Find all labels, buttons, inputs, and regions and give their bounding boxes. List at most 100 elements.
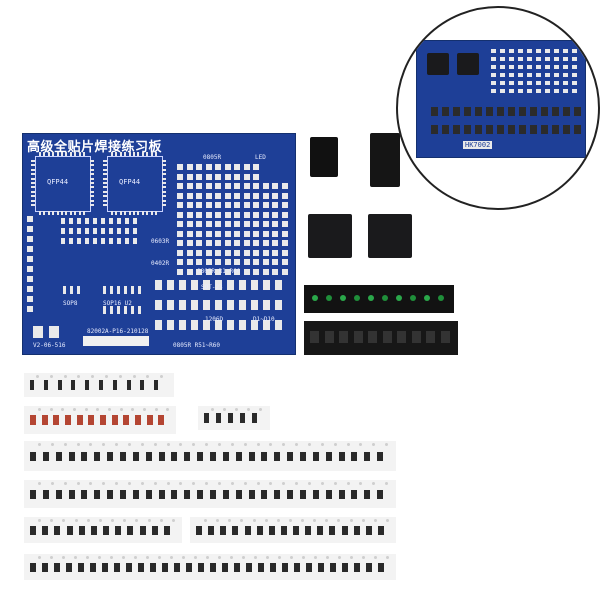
pcb-pad <box>243 230 250 237</box>
smd-component <box>90 562 96 572</box>
sprocket-hole <box>314 556 317 559</box>
sprocket-hole <box>295 482 299 485</box>
sprocket-hole <box>374 556 377 559</box>
inset-pad <box>518 73 523 77</box>
inset-component <box>574 125 581 134</box>
pcb-pad <box>69 228 73 234</box>
smd-component <box>365 525 372 535</box>
qfp-pad <box>61 211 63 215</box>
pcb-pad <box>61 238 65 244</box>
sprocket-hole <box>73 408 76 411</box>
sprocket-hole <box>301 519 304 522</box>
sprocket-hole <box>76 443 80 446</box>
sprocket-hole <box>140 482 144 485</box>
sprocket-hole <box>61 408 65 411</box>
pcb-pad <box>263 300 270 310</box>
smd-component <box>287 489 294 499</box>
inset-qfp-chip <box>457 53 479 75</box>
sprocket-hole <box>295 443 299 446</box>
smd-component <box>351 451 358 461</box>
smd-component <box>88 415 95 425</box>
pcb-pad <box>234 173 240 180</box>
smd-component <box>42 489 49 499</box>
sprocket-hole <box>63 375 67 378</box>
led <box>354 295 360 301</box>
sprocket-hole <box>146 556 149 559</box>
qfp-pad <box>128 211 131 215</box>
sprocket-hole <box>338 556 341 559</box>
smd-component <box>30 451 36 461</box>
qfp-pad <box>162 173 166 176</box>
inset-component <box>442 107 449 116</box>
inset-component <box>519 125 526 134</box>
smd-component <box>246 562 252 572</box>
sot23-component <box>353 331 363 343</box>
sot23-component <box>411 331 421 343</box>
sop-pad <box>124 286 127 294</box>
sprocket-hole <box>38 556 41 559</box>
pcb-pad <box>85 228 89 234</box>
smd-component <box>338 489 345 499</box>
smd-component <box>66 562 72 572</box>
qfp-pad <box>90 173 94 176</box>
smd-component <box>30 562 36 572</box>
sprocket-hole <box>182 556 185 559</box>
silk-label-serial: 82002A-P16-210128 <box>87 328 149 335</box>
inset-pad <box>554 81 559 85</box>
smd-component <box>57 380 62 390</box>
pcb-title: 高级全贴片焊接练习板 <box>27 140 163 155</box>
header-pad <box>27 236 33 242</box>
inset-component <box>486 125 493 134</box>
smd-component <box>158 451 165 461</box>
pcb-pad <box>196 211 202 218</box>
pcb-pad <box>253 240 259 246</box>
sprocket-hole <box>259 408 262 411</box>
pcb-pad <box>234 240 240 246</box>
inset-pad <box>500 57 505 61</box>
pcb-pad <box>196 192 202 199</box>
smd-component <box>30 525 36 535</box>
pcb-pad <box>224 249 231 256</box>
sprocket-hole <box>361 519 365 522</box>
qfp-pad <box>65 152 68 156</box>
inset-pad <box>527 49 532 53</box>
smd-component <box>364 451 371 461</box>
sprocket-hole <box>313 519 317 522</box>
sprocket-hole <box>204 519 207 522</box>
sprocket-hole <box>38 519 41 522</box>
pcb-pad <box>177 164 183 170</box>
inset-pad <box>536 65 541 69</box>
smd-component <box>261 489 268 499</box>
pcb-pad <box>205 202 212 208</box>
pcb-pad <box>205 230 212 237</box>
sprocket-hole <box>38 408 41 411</box>
qfp-pad <box>103 204 107 206</box>
pcb-pad <box>77 238 81 244</box>
smd-component <box>126 562 132 572</box>
qfp-pad <box>155 152 157 156</box>
inset-pcb: HK7002 <box>416 40 586 158</box>
sprocket-hole <box>385 482 389 485</box>
pcb-pad <box>215 230 221 237</box>
smd-component <box>76 415 83 425</box>
pcb-pad <box>215 249 221 256</box>
pcb-pad <box>215 173 221 180</box>
sprocket-hole <box>179 443 183 446</box>
qfp-pad <box>103 164 107 167</box>
sprocket-hole <box>320 443 324 446</box>
led <box>438 295 444 301</box>
qfp-pad <box>74 211 77 215</box>
pcb-pad <box>49 326 59 338</box>
inset-component <box>453 107 460 116</box>
smd-component <box>99 380 103 390</box>
pcb-pad <box>281 259 288 265</box>
sot23-component <box>440 331 450 343</box>
sprocket-hole <box>84 408 88 411</box>
pcb-pad <box>33 326 43 338</box>
pcb-pad <box>281 240 288 246</box>
smd-component <box>78 525 85 535</box>
pcb-pad <box>253 211 259 218</box>
sprocket-hole <box>337 519 341 522</box>
smd-component <box>351 489 358 499</box>
qfp-pad <box>103 168 107 171</box>
